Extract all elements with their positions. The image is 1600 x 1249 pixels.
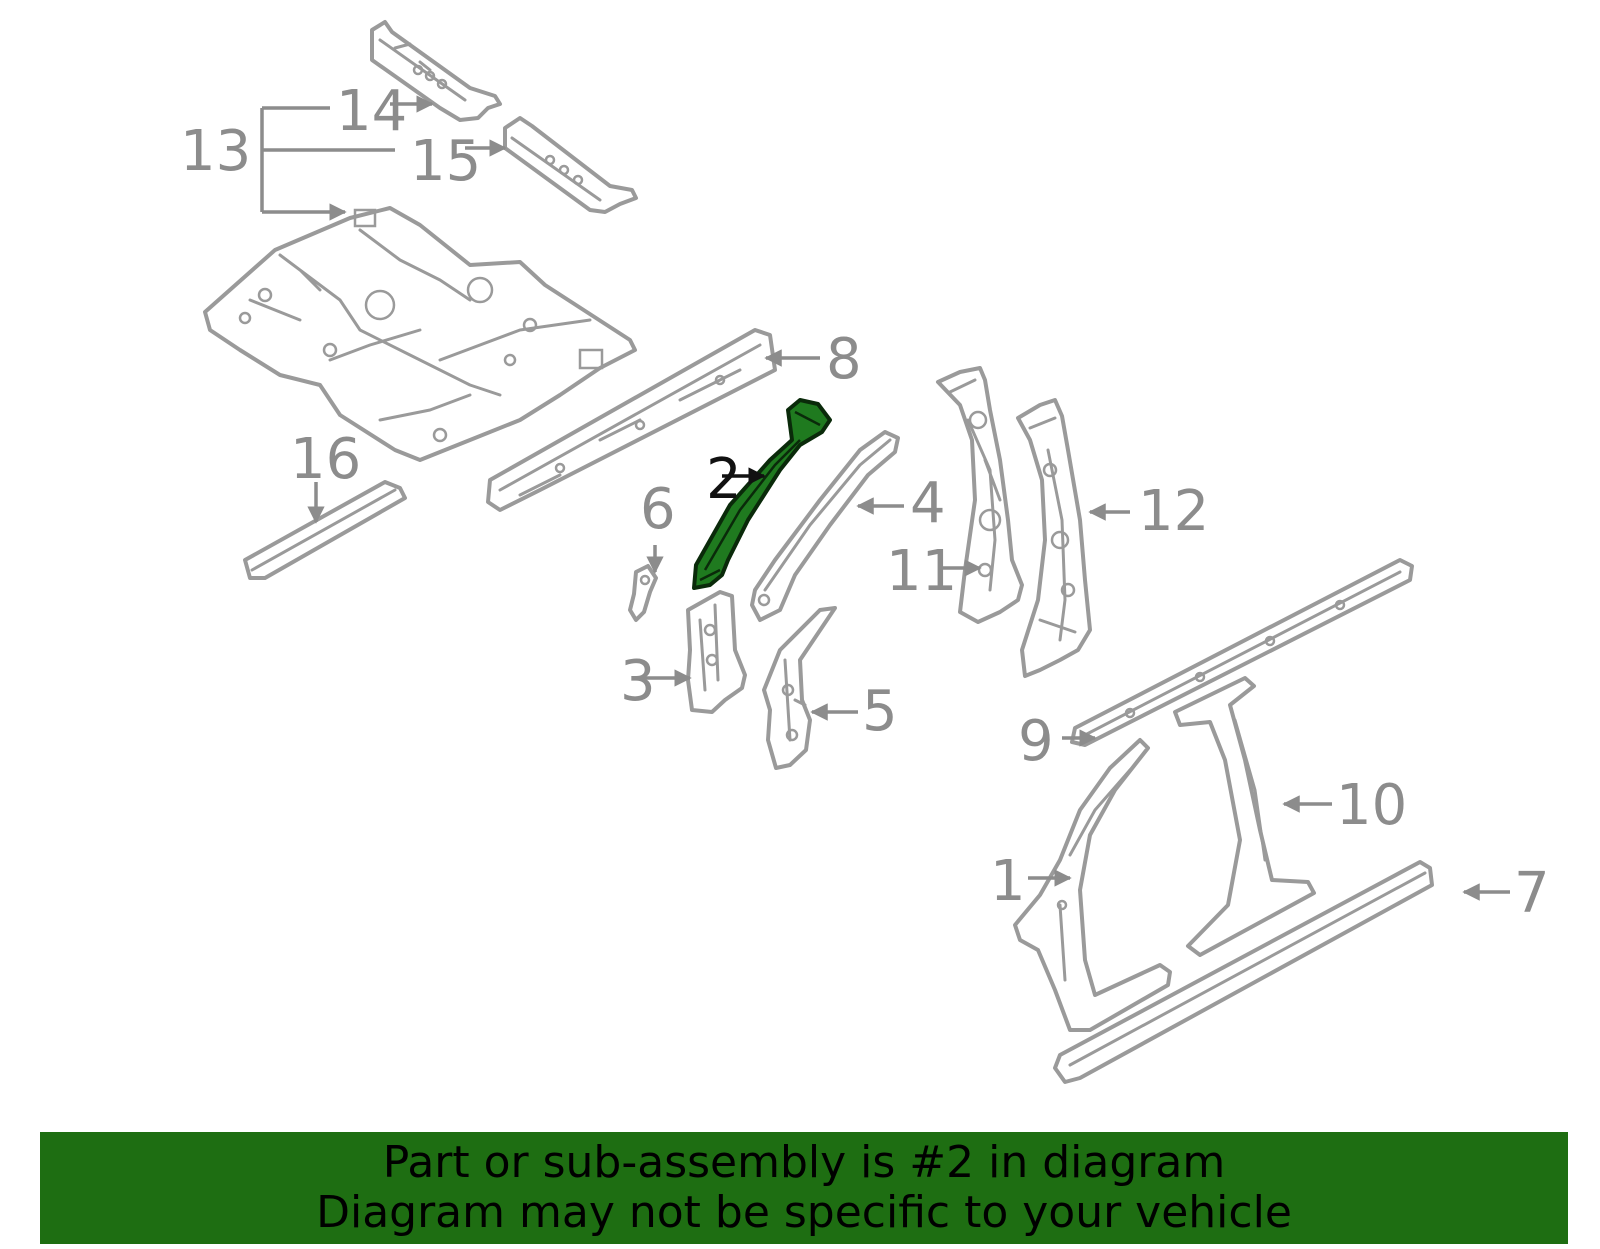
callout-16: 16 [290,427,361,492]
part-13-floor-pan [203,206,637,462]
callout-15: 15 [410,129,481,194]
part-2-highlighted [692,398,832,590]
part-15-crossmember [503,116,638,214]
part-10-b-pillar [1173,676,1316,957]
callout-9: 9 [1018,709,1054,774]
part-12-center-pillar-outer [1016,398,1092,678]
callout-1: 1 [990,849,1026,914]
callout-14: 14 [336,79,407,144]
callout-5: 5 [862,679,898,744]
callout-11: 11 [886,539,957,604]
leader-lines [260,95,1510,901]
part-9-roof-rail [1070,558,1414,747]
part-7-rocker [1053,860,1434,1084]
banner-line-2: Diagram may not be specific to your vehi… [316,1187,1292,1238]
part-4-pillar-inner [750,430,900,622]
callout-7: 7 [1514,861,1550,926]
part-11-center-pillar [936,366,1024,624]
callout-4: 4 [910,471,946,536]
callout-2: 2 [706,447,742,512]
part-1-side-outer [1013,738,1172,1032]
part-16-reinforcement [243,480,407,580]
part-6-bracket [628,564,658,622]
callout-8: 8 [826,327,862,392]
part-3-pillar-panel [686,590,747,714]
info-banner: Part or sub-assembly is #2 in diagram Di… [40,1132,1568,1244]
part-5-pillar-extension [762,606,837,770]
callout-labels: 13 14 15 8 16 2 6 4 11 12 3 5 9 10 1 7 [180,79,1550,926]
callout-6: 6 [640,477,676,542]
part-8-side-rail [486,328,777,512]
callout-12: 12 [1138,479,1209,544]
callout-3: 3 [620,649,656,714]
banner-line-1: Part or sub-assembly is #2 in diagram [382,1137,1226,1188]
callout-13: 13 [180,119,251,184]
callout-10: 10 [1336,773,1407,838]
